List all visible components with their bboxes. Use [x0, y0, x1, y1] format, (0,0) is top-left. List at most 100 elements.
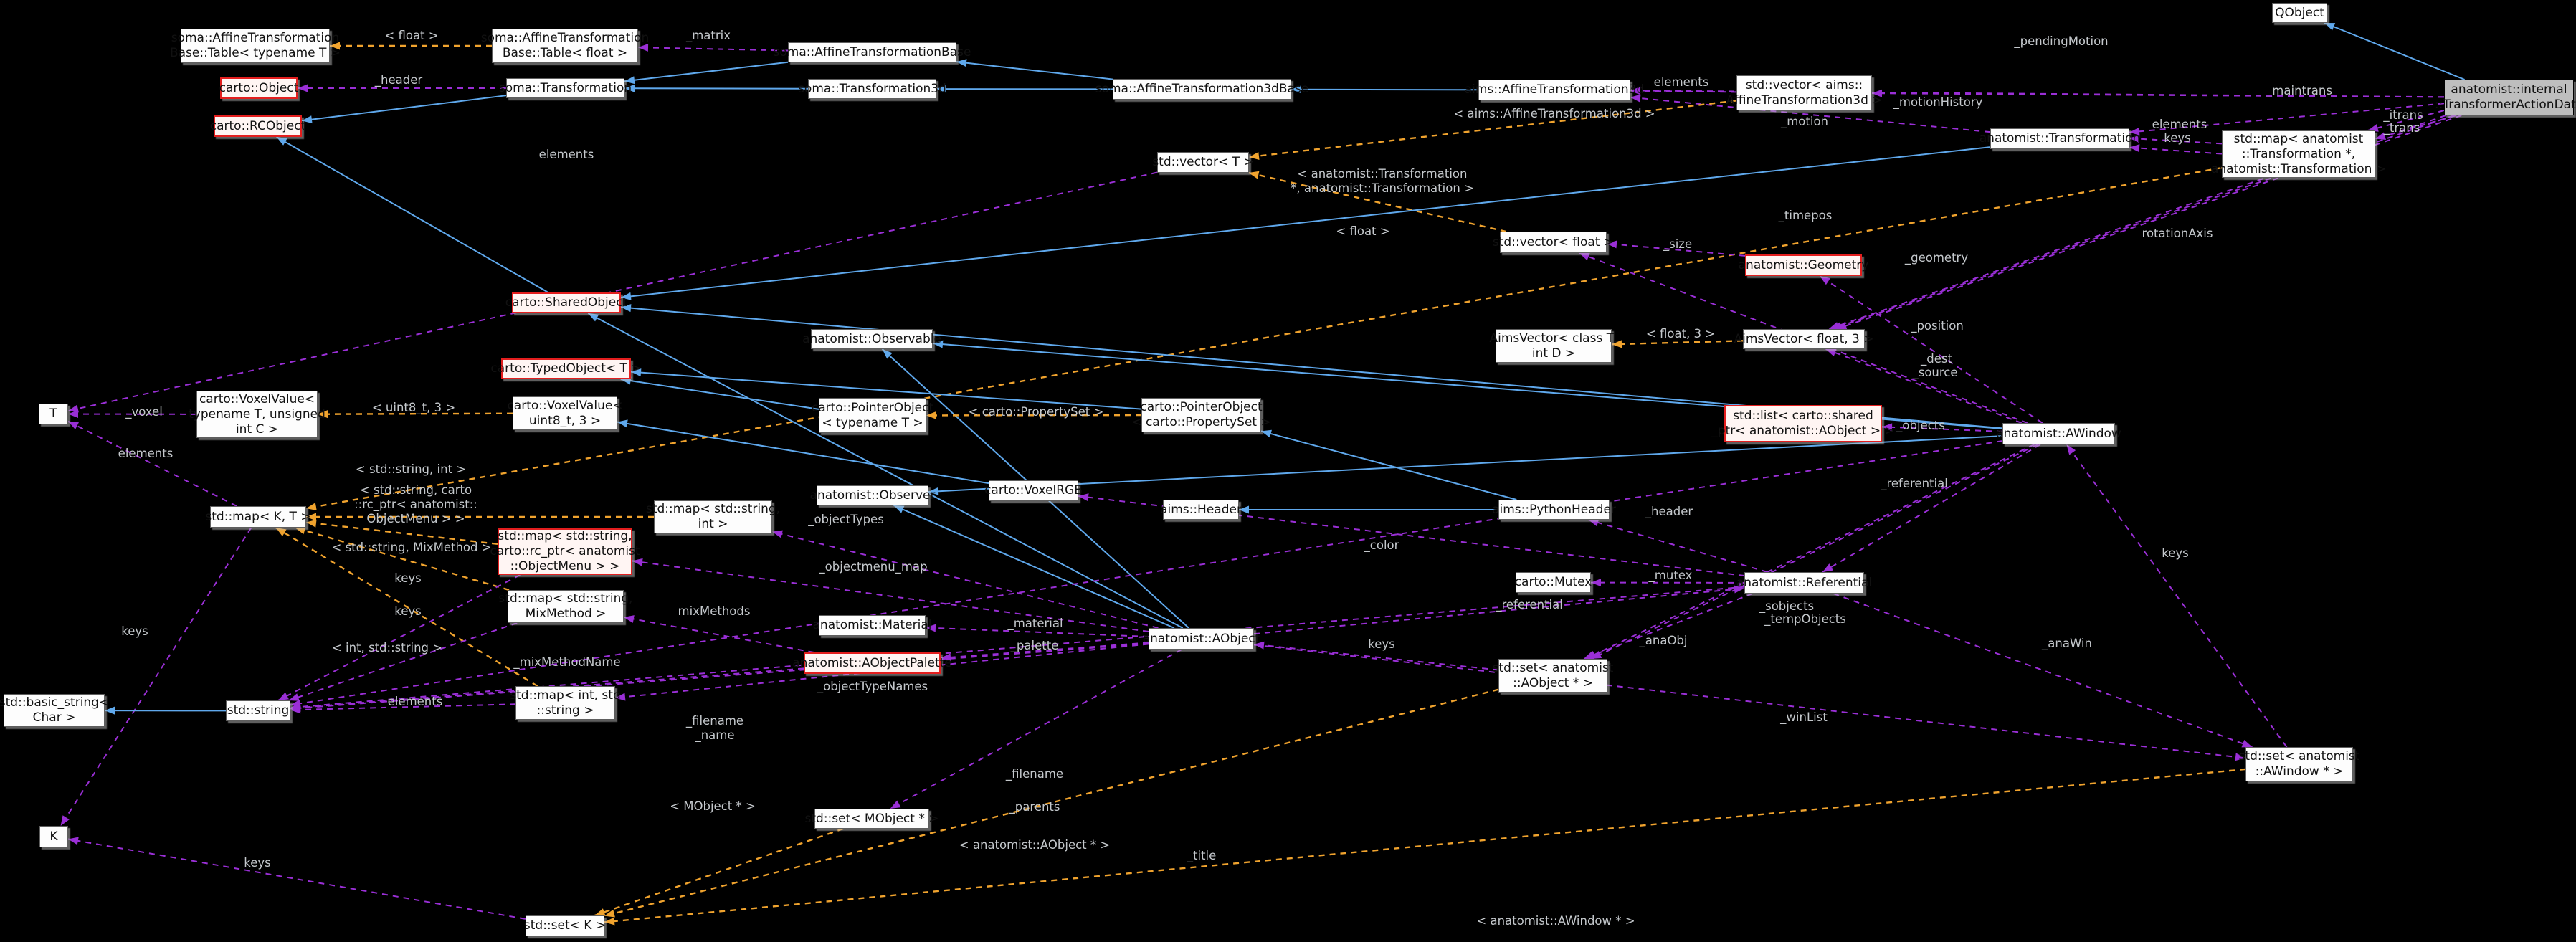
class-node-map_str_int[interactable]: std::map< std::string,int > — [646, 500, 780, 533]
edge-label-_mutex: _mutex — [1648, 568, 1693, 582]
class-node-voxelrgb[interactable]: carto::VoxelRGB — [984, 480, 1083, 501]
class-node-aobject[interactable]: anatomist::AObject — [1143, 628, 1260, 650]
class-node-aims_aff3d[interactable]: aims::AffineTransformation3d — [1465, 80, 1644, 100]
class-node-referential[interactable]: anatomist::Referential — [1736, 572, 1872, 594]
class-node-t_box[interactable]: T — [39, 404, 68, 424]
class-node-obj[interactable]: carto::Object — [219, 77, 298, 99]
arrowhead-icon — [1882, 423, 1893, 432]
class-node-ana_trans[interactable]: anatomist::Transformation — [1979, 128, 2140, 149]
arrowhead-icon — [302, 115, 313, 124]
class-node-string[interactable]: std::string — [226, 700, 290, 721]
tmpl-edge-vec_aff3d-to-vec_t — [1248, 100, 1737, 158]
class-node-label-line: std::set< anatomist — [2238, 749, 2360, 763]
class-node-mutex[interactable]: carto::Mutex — [1515, 572, 1592, 593]
class-node-map_mix[interactable]: std::map< std::string,MixMethod > — [498, 590, 633, 623]
class-node-header[interactable]: aims::Header — [1160, 500, 1242, 520]
arrowhead-icon — [1249, 152, 1260, 160]
class-node-awindow[interactable]: anatomist::AWindow — [1996, 423, 2121, 444]
class-node-shared[interactable]: carto::SharedObject — [505, 292, 627, 313]
arrowhead-icon — [306, 513, 316, 521]
class-node-label-line: soma::Transformation — [498, 80, 632, 95]
use-edge-map_trans-to-ana_trans — [2129, 146, 2223, 155]
class-node-label-line: int D > — [1531, 346, 1576, 361]
class-node-map_trans[interactable]: std::map< anatomist::Transformation *,an… — [2211, 130, 2386, 178]
class-node-geometry[interactable]: anatomist::Geometry — [1739, 254, 1868, 276]
inherit-edge-awindow-to-observer — [928, 435, 2003, 493]
arrowhead-icon — [105, 706, 115, 715]
inherit-edge-pointer_ps-to-typedobj — [630, 371, 1142, 410]
class-node-vec_aff3d[interactable]: std::vector< aims::AffineTransformation3… — [1726, 75, 1883, 110]
edge-label-_objectTypes: _objectTypes — [808, 513, 884, 526]
class-node-aimsvec_f3[interactable]: AimsVector< float, 3 > — [1734, 329, 1874, 349]
class-node-palette[interactable]: anatomist::AObjectPalette — [792, 652, 952, 674]
class-node-map_int_str[interactable]: std::map< int, std::string > — [510, 686, 621, 720]
class-node-label-line: AimsVector< class T, — [1489, 330, 1618, 346]
arrowhead-icon — [936, 85, 947, 93]
class-node-rcobject[interactable]: carto::RCObject — [210, 115, 305, 137]
edge-label-_timepos: _timepos — [1778, 209, 1833, 222]
class-node-list_shared[interactable]: std::list< carto::shared_ptr< anatomist:… — [1711, 405, 1895, 442]
arrowhead-icon — [632, 558, 643, 566]
class-node-qobject[interactable]: QObject — [2272, 3, 2327, 23]
edge-label-_filename-_name: _filename _name — [685, 714, 744, 742]
class-node-label-line: anatomist::Geometry — [1738, 257, 1869, 272]
inherit-edge-transformation-to-rcobject — [301, 95, 507, 122]
edge-label-_palette: _palette — [1010, 639, 1059, 652]
class-node-pointer_t[interactable]: carto::PointerObject< typename T > — [812, 398, 933, 433]
arrowhead-icon — [624, 76, 635, 85]
arrowhead-icon — [68, 410, 79, 419]
class-node-trans_action[interactable]: anatomist::internal::TransformerActionDa… — [2435, 80, 2576, 115]
arrowhead-icon — [594, 908, 606, 916]
class-node-label-line: MixMethod > — [525, 606, 607, 621]
class-node-set_k[interactable]: std::set< K > — [524, 915, 606, 936]
class-node-label-line: std::map< int, std — [510, 688, 621, 703]
class-node-map_kt[interactable]: std::map< K, T > — [205, 506, 311, 528]
arrowhead-icon — [1828, 322, 1840, 330]
class-node-voxelvalue_u8[interactable]: carto::VoxelValue<uint8_t, 3 > — [507, 396, 623, 430]
arrowhead-icon — [2066, 444, 2076, 455]
class-node-material[interactable]: anatomist::Material — [813, 615, 932, 636]
edge-label--float-3-: < float, 3 > — [1645, 327, 1716, 341]
use-edge-aobject-to-material — [925, 627, 1149, 638]
class-node-map_objmenu[interactable]: std::map< std::string,carto::rc_ptr< ana… — [490, 528, 640, 575]
edge-label-_position: _position — [1911, 319, 1964, 333]
class-node-affbase[interactable]: soma::AffineTransformationBase — [774, 42, 971, 62]
use-edge-aobject-to-map_objmenu — [632, 560, 1149, 632]
class-node-observer[interactable]: anatomist::Observer — [810, 485, 935, 505]
class-node-set_aobj[interactable]: std::set< anatomist::AObject * > — [1493, 659, 1613, 693]
class-node-t3d[interactable]: soma::Transformation3d — [798, 79, 946, 99]
edge-label-keys: keys — [2164, 131, 2191, 145]
class-node-set_awin[interactable]: std::set< anatomist::AWindow * > — [2239, 747, 2359, 781]
class-node-observable[interactable]: anatomist::Observable — [802, 329, 941, 349]
class-node-label-line: anatomist::Transformation — [1979, 131, 2141, 146]
class-node-vec_t[interactable]: std::vector< T > — [1152, 152, 1254, 173]
class-node-aff3dbase[interactable]: soma::AffineTransformation3dBase — [1095, 79, 1308, 100]
edge-label-_mixMethodName: _mixMethodName — [513, 655, 621, 669]
class-node-basic_string[interactable]: std::basic_string<Char > — [0, 694, 109, 727]
arrowhead-icon — [1239, 505, 1249, 514]
use-edge-referential-to-set_awin — [1833, 593, 2253, 748]
class-node-set_mobj[interactable]: std::set< MObject * > — [805, 809, 939, 829]
class-node-label-line: ::AObject * > — [1513, 675, 1593, 690]
use-edge-aobject-to-referential — [1253, 587, 1745, 635]
use-edge-vec_t-to-t_box — [67, 171, 1158, 411]
class-node-label-line: anatomist::AObjectPalette — [792, 655, 952, 670]
class-node-typedobj[interactable]: carto::TypedObject< T > — [490, 358, 642, 379]
arrowhead-icon — [330, 42, 340, 50]
edge-label-_tempObjects: _tempObjects — [1764, 612, 1846, 626]
class-node-label-line: ::string > — [536, 703, 594, 718]
class-node-k_box[interactable]: K — [39, 826, 68, 847]
use-edge-set_k-to-k_box — [67, 838, 526, 920]
class-node-pointer_ps[interactable]: carto::PointerObject< carto::PropertySet… — [1131, 398, 1271, 432]
class-node-vec_float[interactable]: std::vector< float > — [1493, 232, 1614, 253]
class-node-label-line: ::ObjectMenu > > — [510, 559, 620, 574]
use-edge-map_trans-to-ana_trans — [2129, 137, 2223, 145]
class-node-transformation[interactable]: soma::Transformation — [499, 78, 632, 98]
arrowhead-icon — [631, 368, 642, 377]
class-node-aimsvec_td[interactable]: AimsVector< class T,int D > — [1490, 329, 1618, 363]
class-node-pythonheader[interactable]: aims::PythonHeader — [1492, 500, 1616, 520]
arrowhead-icon — [893, 505, 905, 513]
